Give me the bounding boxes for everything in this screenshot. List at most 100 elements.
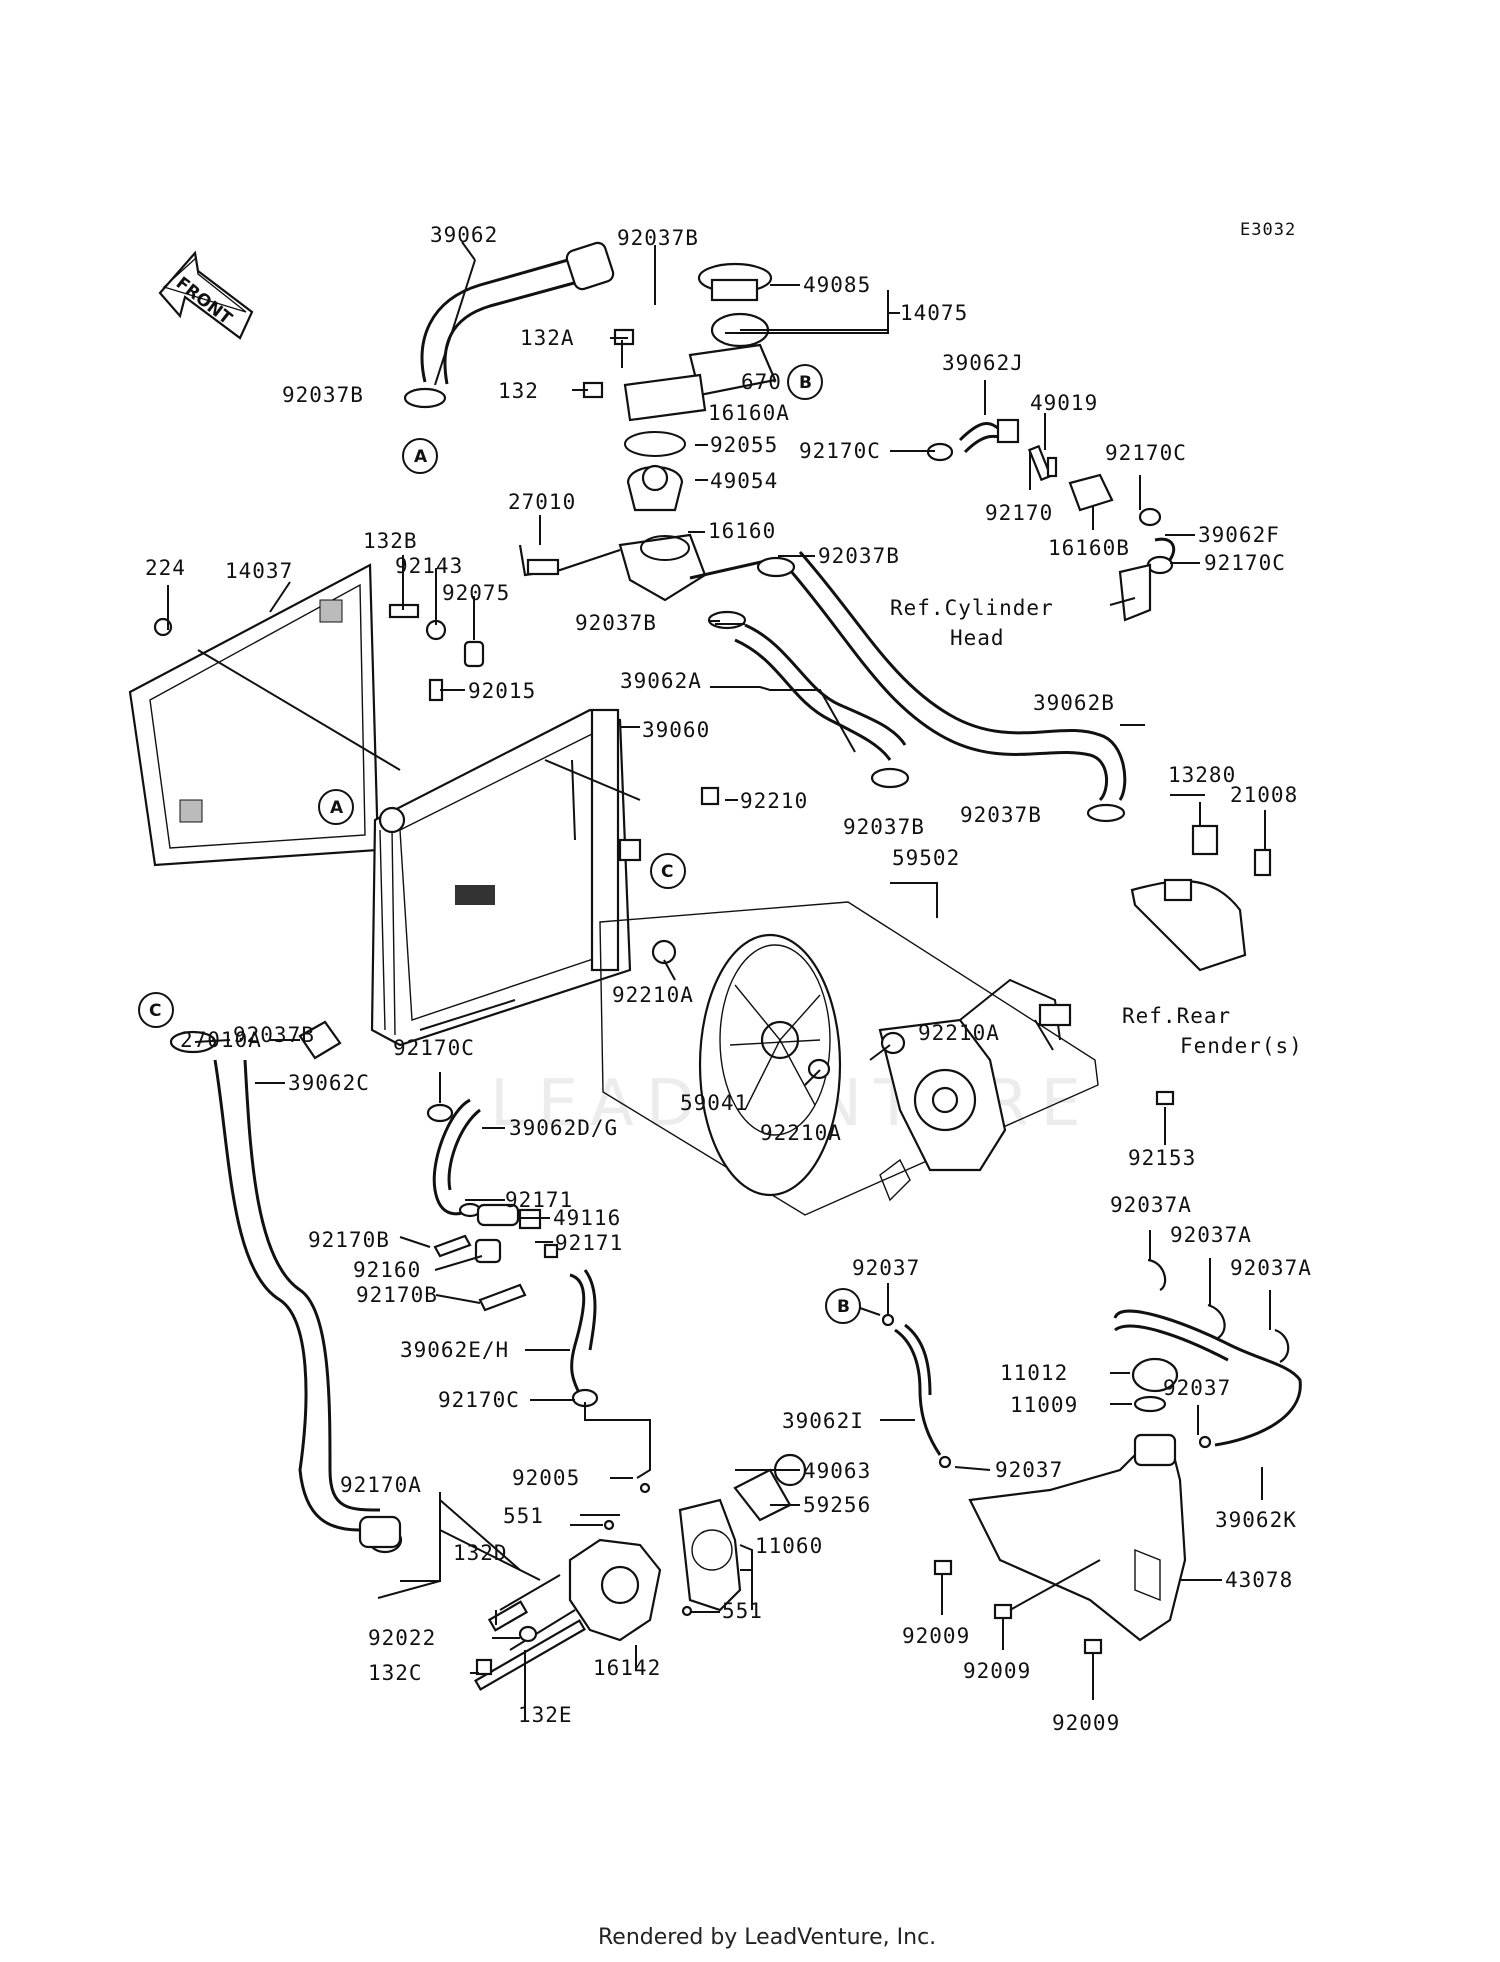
part-label: 92170 [985, 501, 1053, 525]
part-label: 92037B [818, 544, 900, 568]
part-label: 92170B [308, 1228, 390, 1252]
part-label: 132A [520, 326, 575, 350]
part-label: 39062E/H [400, 1338, 509, 1362]
part-label: 92009 [902, 1624, 970, 1648]
part-label: 92170A [340, 1473, 422, 1497]
part-label: 16160A [708, 401, 790, 425]
part-label: 49019 [1030, 391, 1098, 415]
part-label: 92170C [438, 1388, 520, 1412]
callout-b-lower: B [825, 1288, 861, 1324]
part-label: 14037 [225, 559, 293, 583]
part-label: 92170C [393, 1036, 475, 1060]
part-label: 224 [145, 556, 186, 580]
part-label: 92170C [1105, 441, 1187, 465]
svg-text:B: B [837, 1297, 850, 1317]
part-label: 92037A [1170, 1223, 1252, 1247]
part-label: 92170B [356, 1283, 438, 1307]
part-label: 49085 [803, 273, 871, 297]
front-arrow-icon: FRONT [158, 250, 254, 340]
part-number-labels: 39062 92037B 49085 14075 132A 670 132 16… [145, 223, 1312, 1735]
part-label: 21008 [1230, 783, 1298, 807]
part-label: 92022 [368, 1626, 436, 1650]
callout-c-radiator: C [650, 853, 686, 889]
part-label: 39062C [288, 1071, 370, 1095]
svg-text:C: C [661, 862, 673, 882]
part-label: 39062A [620, 669, 702, 693]
part-label: 92009 [1052, 1711, 1120, 1735]
part-label: 92037B [233, 1023, 315, 1047]
ref-cylinder-head-line1: Ref.Cylinder [890, 596, 1054, 620]
part-label: 132D [453, 1541, 508, 1565]
part-label: 59041 [680, 1091, 748, 1115]
part-label: 92170C [1204, 551, 1286, 575]
ref-rear-fender-line1: Ref.Rear [1122, 1004, 1231, 1028]
part-label: 11012 [1000, 1361, 1068, 1385]
part-label: 39062F [1198, 523, 1280, 547]
part-label: 92015 [468, 679, 536, 703]
part-label: 16160 [708, 519, 776, 543]
part-label: 92005 [512, 1466, 580, 1490]
leader-lines [167, 241, 1271, 1712]
part-label: 39062 [430, 223, 498, 247]
part-label: 92037 [995, 1458, 1063, 1482]
callout-c-lower: C [138, 992, 174, 1028]
part-label: 92037B [575, 611, 657, 635]
part-label: 92055 [710, 433, 778, 457]
part-label: 39060 [642, 718, 710, 742]
svg-text:C: C [149, 1001, 161, 1021]
part-label: 59502 [892, 846, 960, 870]
callout-b-top: B [787, 364, 823, 400]
part-label: 92143 [395, 554, 463, 578]
part-label: 92171 [555, 1231, 623, 1255]
part-label: 92009 [963, 1659, 1031, 1683]
part-label: 92171 [505, 1188, 573, 1212]
callout-a-top: A [402, 438, 438, 474]
part-label: 92210 [740, 789, 808, 813]
part-label: 92037 [1163, 1376, 1231, 1400]
part-label: 13280 [1168, 763, 1236, 787]
part-label: 132B [363, 529, 418, 553]
part-label: 92037A [1110, 1193, 1192, 1217]
part-label: 59256 [803, 1493, 871, 1517]
part-label: 49063 [803, 1459, 871, 1483]
ref-rear-fender-line2: Fender(s) [1180, 1034, 1303, 1058]
part-label: 92160 [353, 1258, 421, 1282]
part-label: 92210A [612, 983, 694, 1007]
part-drawings [128, 241, 1302, 1691]
part-label: 39062K [1215, 1508, 1297, 1532]
part-label: 92210A [760, 1121, 842, 1145]
svg-text:A: A [414, 447, 428, 467]
part-label: 92037B [617, 226, 699, 250]
part-label: 92075 [442, 581, 510, 605]
callout-a-radiator: A [318, 789, 354, 825]
part-label: 16160B [1048, 536, 1130, 560]
svg-text:B: B [799, 373, 812, 393]
part-label: 551 [722, 1599, 763, 1623]
part-label: 670 [741, 370, 782, 394]
part-label: 132E [518, 1703, 573, 1727]
part-label: 27010A [180, 1028, 262, 1052]
part-label: 43078 [1225, 1568, 1293, 1592]
part-label: 132C [368, 1661, 423, 1685]
part-label: 92153 [1128, 1146, 1196, 1170]
part-label: 92210A [918, 1021, 1000, 1045]
part-label: 551 [503, 1504, 544, 1528]
part-label: 92037A [1230, 1256, 1312, 1280]
part-label: 16142 [593, 1656, 661, 1680]
part-label: 39062B [1033, 691, 1115, 715]
part-label: 39062J [942, 351, 1024, 375]
part-label: 39062I [782, 1409, 864, 1433]
part-label: 92037B [843, 815, 925, 839]
part-label: 92037 [852, 1256, 920, 1280]
part-label: 27010 [508, 490, 576, 514]
part-label: 49116 [553, 1206, 621, 1230]
diagram-code: E3032 [1240, 220, 1296, 240]
part-label: 11009 [1010, 1393, 1078, 1417]
part-label: 11060 [755, 1534, 823, 1558]
footer-credit: Rendered by LeadVenture, Inc. [598, 1925, 936, 1950]
ref-cylinder-head-line2: Head [950, 626, 1005, 650]
part-label: 49054 [710, 469, 778, 493]
part-label: 14075 [900, 301, 968, 325]
part-label: 132 [498, 379, 539, 403]
